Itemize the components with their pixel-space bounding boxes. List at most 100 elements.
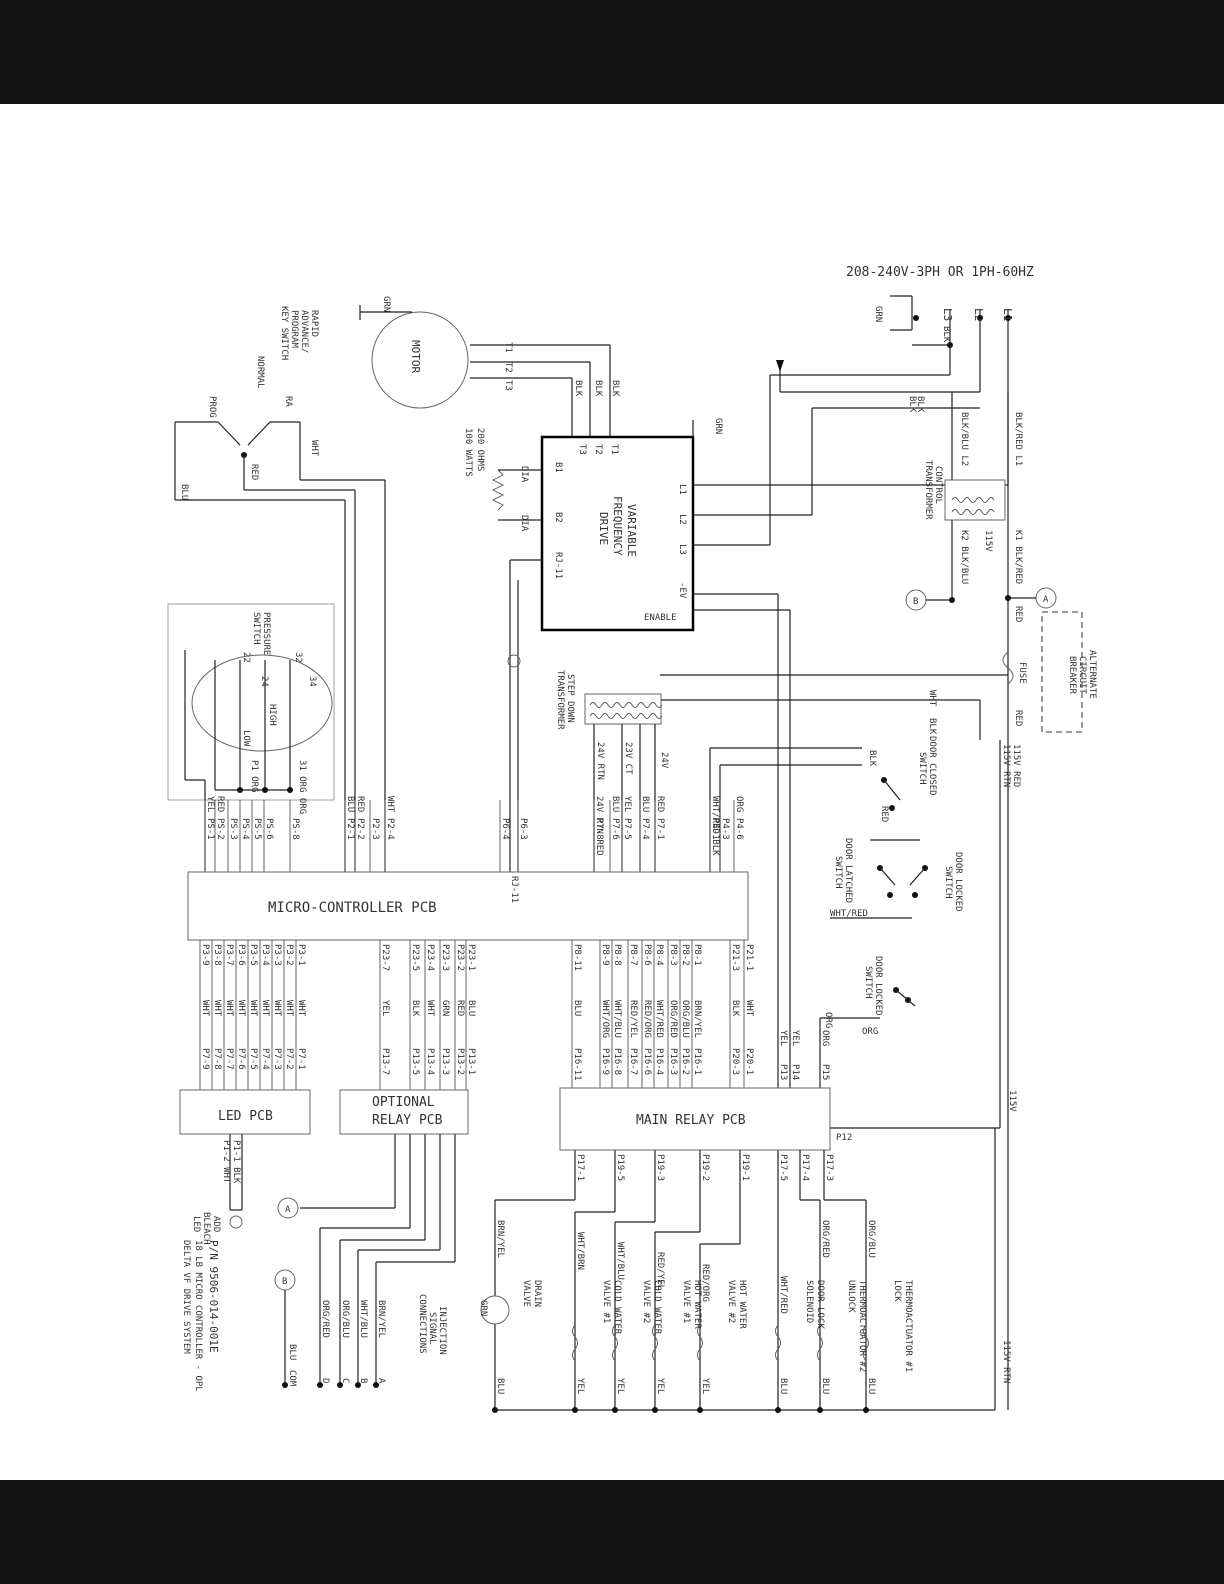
main-relay-pin-label: P16-3 — [668, 1048, 678, 1075]
vfd-l1: L1 — [677, 484, 687, 495]
micro-bottom-pin-label: P3-8 — [212, 944, 222, 966]
micro-bottom-pin-label: P8-9 — [600, 944, 610, 966]
supply-red: RED — [1013, 606, 1023, 622]
load-coil — [572, 1324, 578, 1362]
vfd-l2-wire-2: BLK — [907, 396, 917, 413]
micro-pcb-label: MICRO-CONTROLLER PCB — [268, 900, 437, 916]
injection-label-1: INJECTION — [437, 1306, 447, 1355]
optional-relay-pin-label: P13-2 — [455, 1048, 465, 1075]
fuse-symbol — [1002, 651, 1014, 685]
supply-blk: BLK — [927, 718, 937, 735]
main-relay-out-pin: P19-3 — [655, 1154, 665, 1181]
inj-terminal-a — [373, 1382, 379, 1388]
key-wht-label: WHT — [309, 440, 319, 457]
micro-bottom-pin-wire-color: RED — [455, 1000, 465, 1016]
main-relay-pin-label: P20-1 — [744, 1048, 754, 1075]
micro-top-pin-label: P7-4 — [640, 818, 650, 840]
injection-wire-color: WHT/BLU — [358, 1300, 368, 1338]
load-wire-color: RED/ORG — [700, 1264, 710, 1302]
micro-top-pin-label: PS-2 — [215, 818, 225, 840]
load-label: COLD WATER — [612, 1280, 622, 1335]
ctl-xfmr-label-2: TRANSFORMER — [923, 460, 933, 520]
drain-valve-ground: GRN — [478, 1300, 488, 1316]
motor-wire-3: BLK — [573, 380, 583, 397]
main-relay-out-pin: P17-3 — [824, 1154, 834, 1181]
load-return-color: YEL — [615, 1378, 625, 1394]
micro-top-pin-label: P2-1 — [345, 818, 355, 840]
inj-terminal-d — [317, 1382, 323, 1388]
ctl-xfmr-voltage: 115V — [983, 530, 993, 552]
ps-c22: 22 — [241, 652, 251, 663]
vfd-l2-wire-1: BLK — [915, 396, 925, 413]
door-latched-label-2: SWITCH — [833, 856, 843, 889]
main-relay-pin-label: P16-11 — [572, 1048, 582, 1081]
part-number-line-2: 18 LB MICRO CONTROLLER - OPL — [193, 1240, 203, 1392]
optional-relay-pcb — [339, 1089, 469, 1135]
micro-bottom-pin-label: P23-5 — [410, 944, 420, 971]
vfd-ev: -EV — [677, 582, 687, 599]
add-bleach-led — [229, 1215, 243, 1229]
micro-bottom-pin-label: P8-11 — [572, 944, 582, 971]
micro-bottom-pin-wire-color: WHT — [272, 1000, 282, 1017]
main-relay-pin-label: P16-8 — [612, 1048, 622, 1075]
vfd-b2: B2 — [553, 512, 563, 523]
key-prog-label: PROG — [207, 396, 217, 418]
micro-bottom-pin-label: P23-3 — [440, 944, 450, 971]
micro-bottom-pin-label: P3-7 — [224, 944, 234, 966]
key-switch-label-1: RAPID — [309, 310, 319, 337]
load-label: VALVE #1 — [601, 1280, 611, 1323]
drain-valve-symbol — [480, 1295, 510, 1325]
l1-node — [1005, 315, 1011, 321]
breaker-label-1: ALTERNATE — [1087, 650, 1097, 699]
led-pcb-pin-label: P7-7 — [224, 1048, 234, 1070]
schematic-sheet — [0, 104, 1224, 1480]
vfd-label-1: VARIABLE — [625, 504, 638, 557]
door-closed-red: RED — [879, 806, 889, 822]
load-return-node — [863, 1407, 869, 1413]
main-relay-side-pin: P14 — [790, 1064, 800, 1080]
ps-node-3 — [287, 787, 293, 793]
micro-bottom-pin-label: P3-1 — [296, 944, 306, 966]
flow-arrow — [776, 360, 784, 372]
main-relay-side-pin: P13 — [778, 1064, 788, 1080]
load-return-color: YEL — [575, 1378, 585, 1394]
load-return-node — [572, 1407, 578, 1413]
main-relay-side-pin: P15 — [820, 1064, 830, 1080]
micro-top-pin-label: PS-6 — [264, 818, 274, 840]
load-label: VALVE #2 — [641, 1280, 651, 1323]
load-return-node — [652, 1407, 658, 1413]
load-return-color: YEL — [655, 1378, 665, 1394]
micro-bottom-pin-wire-color: WHT — [236, 1000, 246, 1017]
injection-terminal: A — [376, 1378, 386, 1384]
resistor-ohms: 200 OHMS — [475, 428, 485, 471]
micro-top-pin-wire-color: YEL — [622, 796, 632, 812]
micro-top-pin-label: PS-4 — [240, 818, 250, 840]
supply-115v-rtn: 115V RTN — [1001, 744, 1011, 787]
step-down-label-1: STEP DOWN — [565, 674, 575, 723]
door-latched-blade — [879, 867, 896, 886]
door-closed-label-2: SWITCH — [917, 752, 927, 785]
micro-bottom-pin-wire-color: RED/YEL — [628, 1000, 638, 1038]
ctl-xfmr-l2: BLK/BLU L2 — [959, 412, 969, 466]
micro-bottom-pin-wire-color: BLU — [572, 1000, 582, 1016]
key-normal-label: NORMAL — [255, 356, 265, 389]
door-locked-2-label-2: SWITCH — [863, 966, 873, 999]
door-locked-2-blade — [895, 989, 916, 1007]
micro-top-pin-label: P7-8 — [594, 818, 604, 840]
vfd-enable: ENABLE — [644, 613, 677, 623]
micro-bottom-pin-wire-color: RED/ORG — [642, 1000, 652, 1038]
ps-c24: 24 — [259, 676, 269, 687]
micro-top-pin-label: P7-5 — [622, 818, 632, 840]
micro-bottom-pin-label: P3-2 — [284, 944, 294, 966]
pressure-switch-body — [191, 654, 333, 752]
main-relay-out-pin: P17-5 — [778, 1154, 788, 1181]
vfd-t2: T2 — [593, 444, 603, 455]
micro-bottom-pin-label: P3-4 — [260, 944, 270, 966]
led-pcb-pin-label: P7-1 — [296, 1048, 306, 1070]
micro-bottom-pin-label: P21-3 — [730, 944, 740, 971]
load-wire-color: WHT/RED — [778, 1276, 788, 1314]
main-relay-pin-label: P16-9 — [600, 1048, 610, 1075]
door-locked-1-label-1: DOOR LOCKED — [953, 852, 963, 912]
step-down-primary-coil — [589, 702, 663, 708]
injection-label-3: CONNECTIONS — [417, 1294, 427, 1354]
